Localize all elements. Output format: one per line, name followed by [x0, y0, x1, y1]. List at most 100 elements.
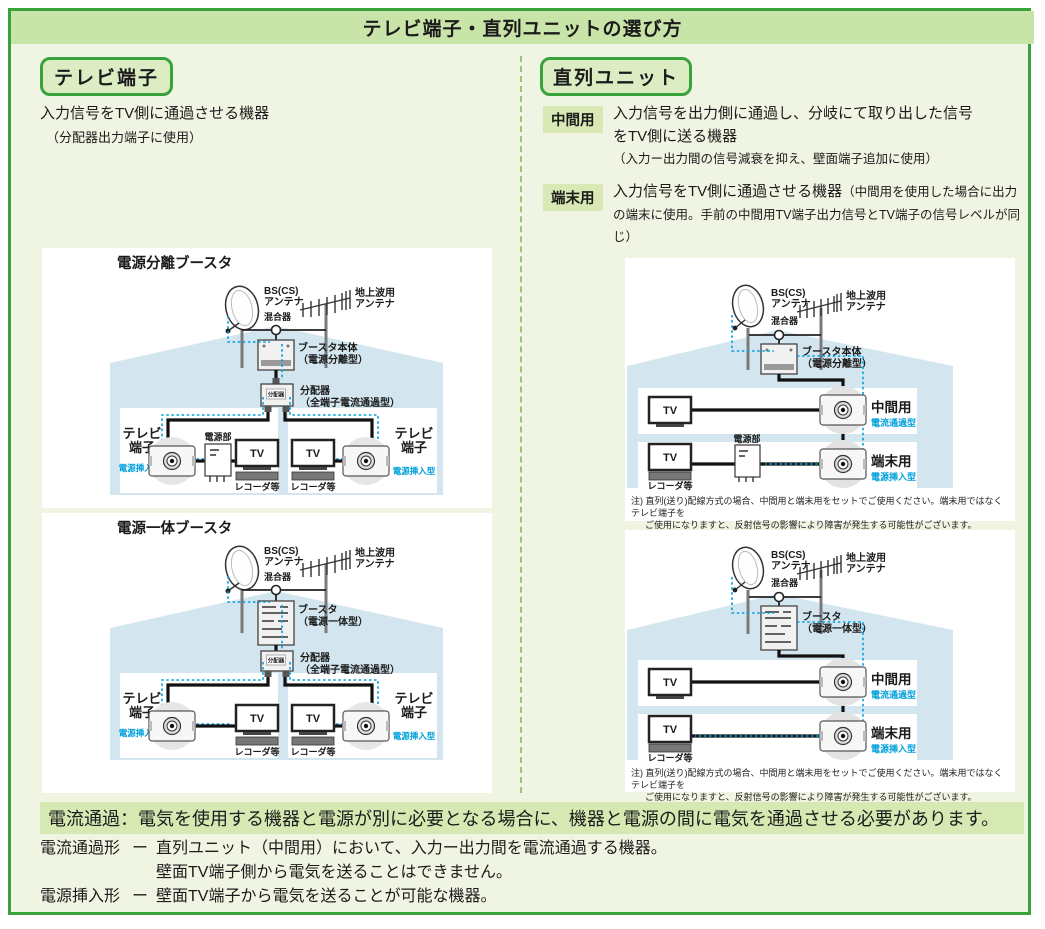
booster-label: ブースタ [298, 603, 338, 616]
booster-icon [760, 343, 798, 375]
yagi-antenna-icon [796, 293, 842, 318]
mixer-label: 混合器 [264, 571, 292, 582]
recorder-label: レコーダ等 [290, 481, 335, 492]
tv-label: TV [663, 452, 678, 464]
tv-icon: TV [647, 395, 693, 427]
yagi-antenna-icon [299, 550, 351, 577]
recorder-icon [648, 743, 692, 753]
power-supply-label: 電源部 [733, 433, 760, 444]
tv-terminal-right-label2: 端子 [401, 440, 427, 455]
series-note-line1: 注) 直列(送り)配線方式の場合、中間用と端末用をセットでご使用ください。端末用… [631, 496, 1003, 519]
booster-icon [760, 605, 798, 651]
satellite-dish-icon [731, 284, 765, 331]
wall-outlet-icon [148, 437, 196, 485]
diagram-panel-power-separated: 電源分離ブースタ BS(CS) アンテナ 地上波用 アンテナ 混合器 ブースタ本… [42, 248, 492, 508]
booster-label2: （電源分離型） [802, 357, 872, 370]
row-text-line2: 壁面TV端子側から電気を送ることはできません。 [156, 864, 512, 881]
wall-outlet-icon [819, 386, 867, 434]
tv-icon: TV [647, 714, 693, 744]
splitter-icon: 分配器 [260, 650, 294, 677]
power-supply-icon: 電源部 [204, 431, 232, 482]
splitter-box-label: 分配器 [268, 657, 285, 665]
booster-label2: （電源一体型） [802, 622, 872, 635]
bs-antenna-label: BS(CS) [771, 550, 805, 561]
series-unit-badge-label: 直列ユニット [552, 68, 679, 89]
tv-icon: TV [647, 442, 693, 472]
series-unit-badge: 直列ユニット [540, 57, 692, 96]
tanmatsu-badge: 端末用 [543, 184, 603, 211]
mixer-label: 混合器 [771, 315, 799, 326]
tv-label: TV [663, 724, 678, 736]
wall-outlet-icon [819, 658, 867, 706]
diagram-power-separated-booster: 電源分離ブースタ BS(CS) アンテナ 地上波用 アンテナ 混合器 ブースタ本… [110, 254, 443, 495]
booster-label: ブースタ本体 [298, 341, 358, 354]
tv-label: TV [663, 405, 678, 417]
yagi-antenna-icon [299, 290, 351, 317]
row-dash: ー [131, 840, 148, 857]
tanmatsu-desc-sub: （中間用を使用した場合に出力の端末に使用。手前の中間用TV端子出力信号とTV端子… [613, 185, 1020, 245]
current-pass-highlight: 電流通過：電気を使用する機器と電源が別に必要となる場合に、機器と電源の間に電気を… [40, 802, 1024, 834]
tanmatsu-unit-label: 端末用 [871, 725, 912, 741]
chukan-desc-sub: （入力ー出力間の信号減衰を抑え、壁面端子追加に使用） [613, 152, 939, 167]
tv-terminal-left-label: テレビ [122, 691, 161, 706]
antenna-poles [746, 570, 823, 634]
tv-terminal-badge: テレビ端子 [40, 57, 173, 96]
tv-label: TV [306, 448, 321, 460]
power-insert-type-label: 電源挿入型 [393, 731, 436, 741]
wall-outlet-icon [148, 702, 196, 750]
row-dash: ー [131, 888, 148, 905]
satellite-dish-icon [224, 545, 260, 594]
tv-label: TV [250, 713, 265, 725]
terrestrial-antenna-label2: アンテナ [355, 558, 395, 570]
power-supply-label: 電源部 [204, 431, 231, 442]
tv-terminal-right-label: テレビ [394, 691, 433, 706]
row-text: 壁面TV端子から電気を送ることが可能な機器。 [156, 888, 497, 905]
tv-terminal-left-label: テレビ [122, 426, 161, 441]
diagram-panel-series-separated: BS(CS) アンテナ 地上波用 アンテナ 混合器 ブースタ本体 （電源分離型） [625, 258, 1015, 530]
tv-label: TV [663, 677, 678, 689]
wall-outlet-icon [342, 437, 390, 485]
tv-terminal-right-label: テレビ [394, 426, 433, 441]
terrestrial-antenna-label2: アンテナ [355, 298, 395, 310]
booster-label2: （電源一体型） [298, 615, 368, 628]
splitter-label: 分配器 [300, 651, 331, 664]
wall-outlet-icon [819, 440, 867, 488]
recorder-icon [291, 471, 335, 481]
recorder-label: レコーダ等 [234, 481, 279, 492]
wall-outlet-icon [342, 702, 390, 750]
diagram-power-integrated-booster: 電源一体ブースタ BS(CS) アンテナ 地上波用 アンテナ 混合器 ブースタ … [110, 519, 443, 760]
current-pass-type-row: 電流通過形 ー 直列ユニット（中間用）において、入力ー出力間を電流通過する機器。… [40, 837, 667, 885]
power-insert-type-row: 電源挿入形 ー 壁面TV端子から電気を送ることが可能な機器。 [40, 885, 496, 909]
diagram-title: 電源一体ブースタ [117, 519, 232, 537]
terrestrial-antenna-label2: アンテナ [846, 563, 886, 575]
terrestrial-antenna-label: 地上波用 [846, 551, 886, 564]
splitter-icon: 分配器 [260, 378, 294, 412]
diagram-series-unit-separated: BS(CS) アンテナ 地上波用 アンテナ 混合器 ブースタ本体 （電源分離型） [627, 284, 953, 491]
tanmatsu-description: 入力信号をTV側に通過させる機器（中間用を使用した場合に出力の端末に使用。手前の… [613, 181, 1025, 249]
bs-antenna-label2: アンテナ [771, 298, 811, 310]
tv-label: TV [250, 448, 265, 460]
tv-icon: TV [234, 703, 280, 735]
current-pass-type-label: 電流通過型 [871, 689, 916, 700]
chukan-desc-line1: 入力信号を出力側に通過し、分岐にて取り出した信号 [613, 105, 974, 122]
power-insert-type-label: 電源挿入型 [871, 471, 916, 482]
bs-antenna-label2: アンテナ [264, 296, 304, 308]
booster-label2: （電源分離型） [298, 353, 368, 366]
chukan-badge: 中間用 [543, 106, 603, 133]
power-insert-type-label: 電源挿入型 [119, 728, 162, 738]
booster-icon [257, 339, 295, 371]
row-label: 電源挿入形 [40, 888, 121, 905]
recorder-label: レコーダ等 [647, 480, 692, 491]
series-note-line2: ご使用になりますと、反射信号の影響により障害が発生する可能性がございます。 [645, 792, 977, 803]
row-text-line1: 直列ユニット（中間用）において、入力ー出力間を電流通過する機器。 [156, 840, 667, 857]
antenna-poles [240, 304, 328, 368]
chukan-unit-label: 中間用 [871, 399, 912, 415]
tv-terminal-desc-main: 入力信号をTV側に通過させる機器 [40, 105, 270, 122]
power-insert-type-label: 電源挿入型 [119, 463, 162, 473]
mixer-label: 混合器 [264, 311, 292, 322]
tv-terminal-badge-label: テレビ端子 [53, 68, 159, 89]
row-text: 直列ユニット（中間用）において、入力ー出力間を電流通過する機器。 壁面TV端子側… [156, 837, 667, 885]
tv-terminal-desc-sub: （分配器出力端子に使用） [46, 130, 203, 145]
recorder-label: レコーダ等 [290, 746, 335, 757]
